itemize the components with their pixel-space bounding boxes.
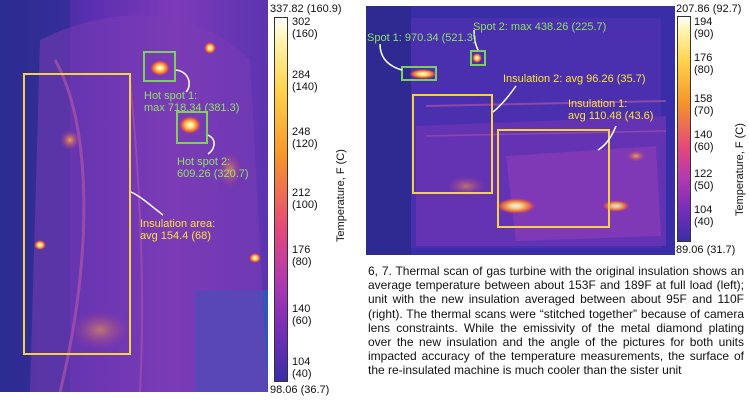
right-leader-lines — [379, 29, 617, 151]
left-colorbar-max: 337.82 (160.9) — [270, 3, 342, 15]
left-colorbar-min: 98.06 (36.7) — [270, 384, 330, 396]
spot-2-box — [470, 50, 486, 66]
insulation-area-label: Insulation area: avg 154.4 (68) — [140, 218, 216, 242]
insulation-2-box — [412, 94, 493, 194]
right-colorbar — [677, 16, 691, 242]
hot-spot-2-box — [176, 111, 208, 144]
spot-1-box — [401, 66, 437, 81]
right-colorbar-max: 207.86 (92.7) — [676, 3, 742, 15]
insulation-1-label: Insulation 1: avg 110.48 (43.6) — [568, 98, 654, 122]
hot-spot-1-box — [143, 51, 176, 82]
hot-spot-1-label: Hot spot 1: max 718.34 (381.3) — [144, 90, 240, 114]
spot-2-label: Spot 2: max 438.26 (225.7) — [473, 21, 607, 33]
hot-spot-2-label: Hot spot 2: 609.26 (320.7) — [177, 156, 249, 180]
spot-1-label: Spot 1: 970.34 (521.3) — [367, 32, 477, 44]
insulation-1-box — [497, 129, 610, 228]
figure-caption: 6, 7. Thermal scan of gas turbine with t… — [368, 264, 744, 378]
right-thermal-graphic — [366, 6, 675, 255]
right-thermal-image — [366, 6, 675, 255]
left-thermal-image — [0, 0, 268, 392]
right-colorbar-min: 89.06 (31.7) — [676, 244, 736, 256]
left-leader-lines — [130, 69, 215, 216]
left-axis-label: Temperature, F (C) — [335, 149, 347, 242]
insulation-area-box — [23, 73, 131, 355]
left-thermal-graphic — [0, 0, 268, 392]
right-axis-label: Temperature, F (C) — [734, 123, 746, 216]
left-colorbar — [274, 17, 288, 382]
insulation-2-label: Insulation 2: avg 96.26 (35.7) — [503, 73, 646, 85]
